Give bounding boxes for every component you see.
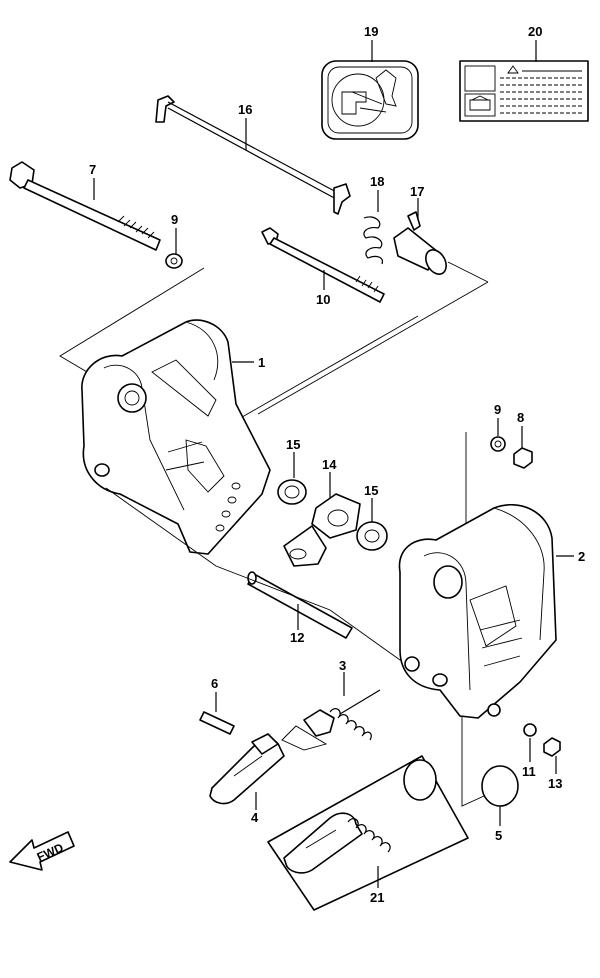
callout-16: 16 <box>238 102 252 117</box>
decal-19-icon <box>321 60 419 140</box>
callout-20: 20 <box>528 24 542 39</box>
part-9-washer-upper <box>165 253 183 269</box>
callout-1: 1 <box>258 355 265 370</box>
part-13-nut <box>543 737 561 757</box>
part-15-bushing-right <box>356 521 388 551</box>
part-7-bolt <box>9 161 161 251</box>
part-3-rod <box>303 689 381 741</box>
part-14-plate <box>283 493 361 567</box>
callout-14: 14 <box>322 457 337 472</box>
assembly-line-c <box>257 281 489 415</box>
callout-5: 5 <box>495 828 502 843</box>
callout-13: 13 <box>548 776 562 791</box>
assembly-line-b <box>447 261 489 283</box>
part-9-washer-right <box>490 436 506 452</box>
callout-15-right: 15 <box>364 483 378 498</box>
decal-20-icon <box>459 60 589 122</box>
part-4-lever <box>209 725 328 805</box>
callout-9-upper: 9 <box>171 212 178 227</box>
part-15-bushing-left <box>277 479 307 505</box>
callouts: 19 20 16 7 9 18 17 10 1 9 8 15 14 15 2 1… <box>89 24 585 905</box>
callout-3: 3 <box>339 658 346 673</box>
callout-21: 21 <box>370 890 384 905</box>
callout-2: 2 <box>578 549 585 564</box>
part-1-bracket <box>81 319 271 555</box>
part-12-pin <box>247 571 353 639</box>
callout-15-left: 15 <box>286 437 300 452</box>
part-16-rod <box>155 95 351 215</box>
callout-6: 6 <box>211 676 218 691</box>
part-8-nut <box>513 447 533 469</box>
part-10-bolt <box>261 227 385 303</box>
part-17-bushing <box>393 211 447 275</box>
part-6-pin <box>199 711 235 735</box>
callout-19: 19 <box>364 24 378 39</box>
callout-12: 12 <box>290 630 304 645</box>
callout-17: 17 <box>410 184 424 199</box>
part-11-washer <box>523 723 537 737</box>
part-18-spring <box>363 216 383 265</box>
callout-10: 10 <box>316 292 330 307</box>
callout-8: 8 <box>517 410 524 425</box>
part-5-disc <box>481 765 519 807</box>
callout-9-right: 9 <box>494 402 501 417</box>
leader-lines <box>93 40 574 888</box>
callout-18: 18 <box>370 174 384 189</box>
callout-11: 11 <box>522 764 536 779</box>
callout-4: 4 <box>251 810 259 825</box>
fwd-arrow-icon: FWD <box>9 831 75 871</box>
part-21-assembly <box>267 755 469 911</box>
callout-7: 7 <box>89 162 96 177</box>
part-2-bracket <box>398 503 557 719</box>
assembly-line-d <box>229 315 419 425</box>
fwd-label: FWD <box>35 840 66 864</box>
